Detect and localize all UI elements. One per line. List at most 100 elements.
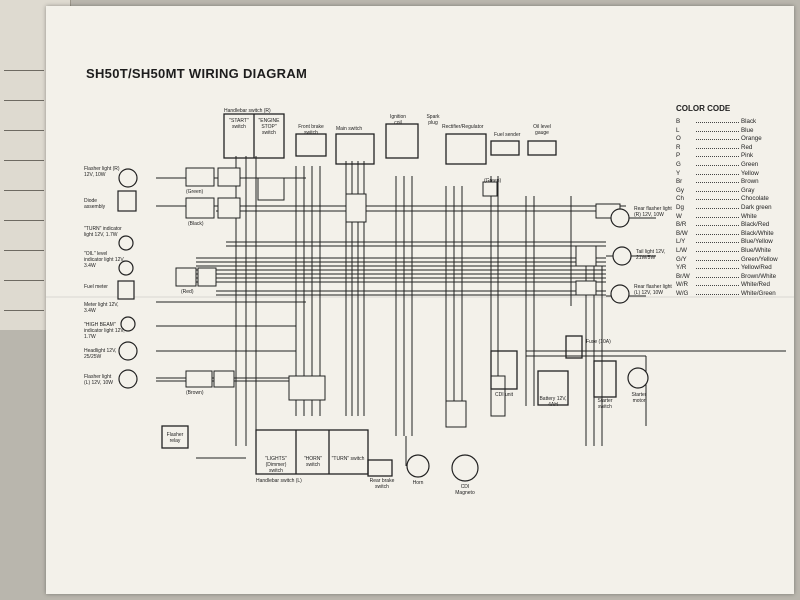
diagram-title: SH50T/SH50MT WIRING DIAGRAM [86,66,308,81]
color-code-row: B Black [676,118,796,125]
color-code-abbrev: Dg [676,204,684,211]
color-code-row: L/W Blue/White [676,247,796,254]
color-code-name: Chocolate [741,195,769,203]
color-code-name: Blue [741,126,754,134]
leader-dots [696,238,739,244]
color-code-abbrev: G/Y [676,255,687,263]
leader-dots [696,195,739,201]
color-code-abbrev: W/R [676,281,689,289]
leader-dots [696,118,739,123]
starter-switch-label: Starter switch [597,398,613,410]
leader-dots [696,230,739,235]
meter-light-label: Meter light 12V, 3.4W [84,302,119,314]
leader-dots [696,161,739,166]
flasher-l-label: Flasher light (L) 12V, 10W [84,374,113,386]
taillight-label: Tail light 12V, 21W/5W [636,249,666,261]
rear-flasher-r-label: Rear flasher light (R) 12V, 10W [634,206,672,218]
headlight-label: Headlight 12V, 25/25W [84,348,117,360]
color-code-name: Blue/White [741,247,771,254]
color-code-abbrev: B/R [676,221,687,229]
turn-switch-label: "TURN" switch [331,456,365,462]
connector-green-label: (Green) [186,189,204,195]
battery-label: Battery 12V, 4AH [539,396,567,408]
leader-dots [696,152,739,158]
color-code-row: Y/R Yellow/Red [676,264,796,271]
leader-dots [696,281,739,287]
color-code-row: Gy Gray [676,187,796,194]
color-code-abbrev: W/G [676,290,689,297]
color-code-name: Brown [741,178,759,186]
fuel-meter-label: Fuel meter [84,284,108,290]
horn-label: Horn [412,480,424,486]
diode-label: Diode assembly [84,198,106,210]
diagram-sheet: SH50T/SH50MT WIRING DIAGRAM [46,6,794,594]
color-code-name: Brown/White [741,272,777,280]
leader-dots [696,221,739,227]
start-switch-label: "START" switch [229,118,249,130]
color-code-name: Green [741,161,759,168]
flasher-r-label: Flasher light (R) 12V, 10W [84,166,120,178]
color-code-name: Gray [741,186,755,194]
leader-dots [696,264,739,270]
paper-fold [46,296,794,298]
oil-gauge-label: Oil level gauge [533,124,551,136]
wiring-drawing [117,113,786,482]
color-code-name: Black/White [741,229,774,237]
color-code-abbrev: P [676,152,681,160]
color-code-abbrev: Gy [676,186,684,194]
color-code-title: COLOR CODE [676,104,731,113]
color-code-name: Yellow/Red [741,264,772,272]
fuse-label: Fuse (10A) [586,339,611,345]
color-code-abbrev: B [676,118,681,125]
ignition-coil-label: Ignition coil [389,114,407,126]
leader-dots [696,135,739,141]
leader-dots [696,247,739,252]
color-code-name: Black [741,118,757,125]
color-code-name: White/Green [741,290,776,297]
cdi-magneto-label: CDI Magneto [455,484,475,496]
leader-dots [696,213,739,218]
leader-dots [696,256,739,261]
color-code-row: G Green [676,161,796,168]
connector-green2-label: (Green) [484,178,502,184]
color-code-abbrev: Y/R [676,264,687,272]
starter-motor-label: Starter motor [631,392,647,404]
color-code-name: Green/Yellow [741,255,778,263]
leader-dots [696,144,739,149]
leader-dots [696,187,739,192]
leader-dots [696,127,739,132]
cdi-unit-label: CDI unit [494,392,514,398]
color-code-row: L Blue [676,127,796,134]
turn-indicator-label: "TURN" indicator light 12V, 1.7W [84,226,122,238]
color-code-abbrev: Ch [676,195,684,203]
color-code-name: Dark green [741,204,772,211]
leader-dots [696,170,739,175]
color-code-row: P Pink [676,152,796,159]
color-code-abbrev: L [676,126,680,134]
color-code-row: Br/W Brown/White [676,273,796,280]
color-code-abbrev: L/W [676,247,688,254]
color-code-abbrev: R [676,143,681,151]
handlebar-switch-r-label: Handlebar switch (R) [224,108,271,114]
lights-switch-label: "LIGHTS" (Dimmer) switch [265,456,287,474]
leader-dots [696,290,739,295]
engine-stop-switch-label: "ENGINE STOP" switch [258,118,280,136]
color-code-row: G/Y Green/Yellow [676,256,796,263]
main-switch-label: Main switch [336,126,363,132]
rear-brake-switch-label: Rear brake switch [369,478,395,490]
rear-flasher-l-label: Rear flasher light (L) 12V, 10W [634,284,672,296]
color-code-name: Yellow [741,169,759,177]
color-code-abbrev: O [676,135,681,143]
color-code-abbrev: Br/W [676,272,690,280]
color-code-name: White [741,212,757,220]
color-code-abbrev: G [676,161,681,168]
color-code-name: Pink [741,152,754,160]
